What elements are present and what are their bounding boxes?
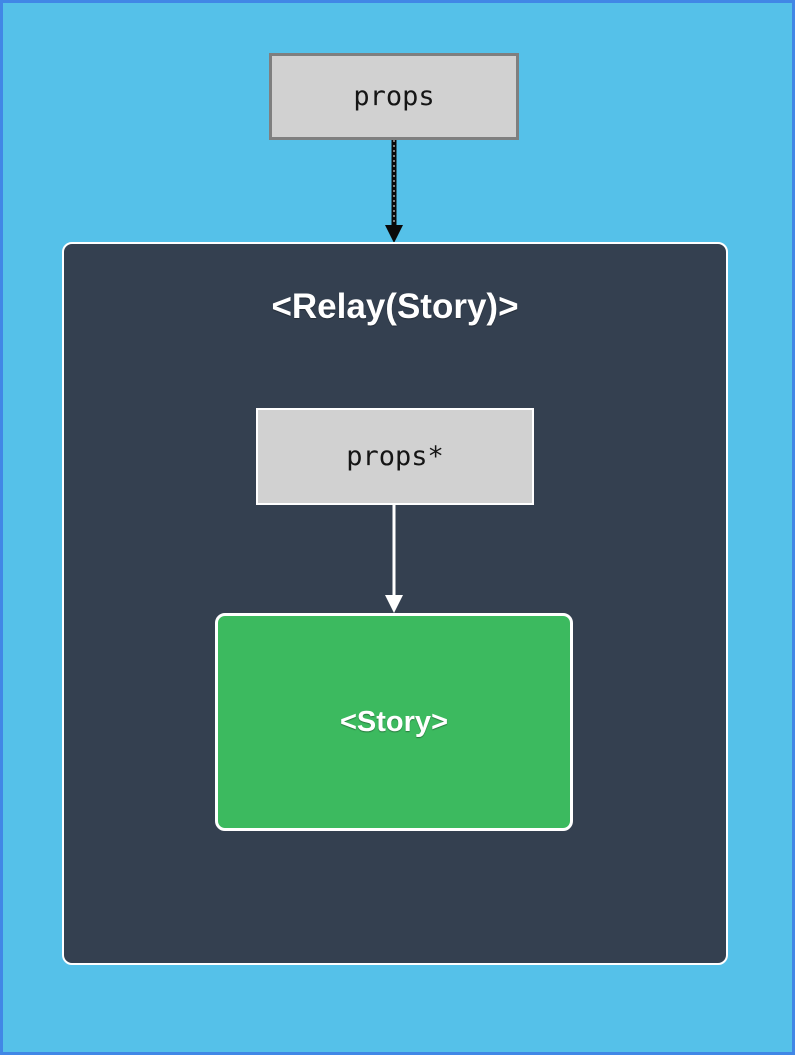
story-node: <Story>	[215, 613, 573, 831]
props-star-node: props*	[256, 408, 534, 505]
props-star-to-story-arrow	[385, 505, 403, 613]
props-to-relay-arrow	[385, 140, 403, 243]
props-node-label: props	[353, 81, 435, 112]
props-node: props	[269, 53, 519, 140]
story-node-label: <Story>	[340, 705, 448, 738]
arrow-shaft	[391, 140, 397, 226]
arrowhead-down-icon	[385, 595, 403, 613]
props-star-node-label: props*	[346, 441, 444, 472]
arrowhead-down-icon	[385, 225, 403, 243]
relay-story-title: <Relay(Story)>	[271, 287, 519, 326]
arrow-shaft	[392, 505, 396, 596]
